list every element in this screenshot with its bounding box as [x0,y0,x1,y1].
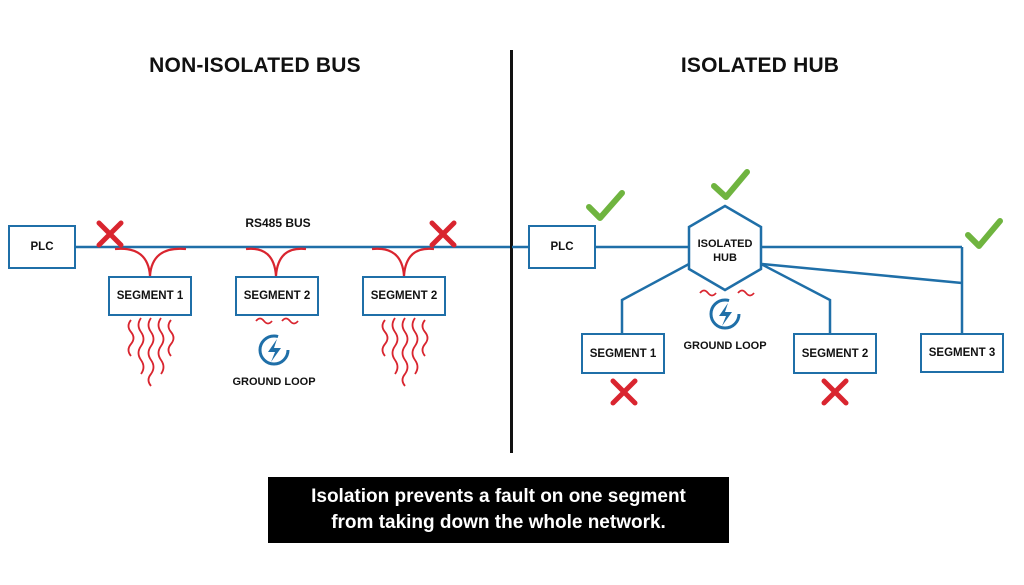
caption-box: Isolation prevents a fault on one segmen… [268,477,729,543]
checkmark-icon [586,169,1003,249]
hub-label-line2: HUB [713,252,737,264]
caption-line-2: from taking down the whole network. [331,512,666,533]
panel-divider [510,50,513,453]
segment-box-left-3: SEGMENT 2 [362,276,446,316]
wavy-line-icon [127,289,755,387]
segment-box-right-2: SEGMENT 2 [793,333,877,374]
segment-box-right-1: SEGMENT 1 [581,333,665,374]
ground-loop-label-left: GROUND LOOP [232,376,316,388]
tap-seg1-b [148,247,187,277]
hub-to-segment2-line [760,262,832,333]
isolated-hub-shape [687,204,763,292]
hub-to-segment1-line [620,262,690,333]
segment-box-left-2: SEGMENT 2 [235,276,319,316]
caption-line-1: Isolation prevents a fault on one segmen… [311,486,686,507]
lightning-loop-icon [258,298,741,366]
plc-box-right: PLC [528,225,596,269]
fault-taps [114,247,435,277]
tap-seg1-a [114,247,152,277]
ground-loop-label-right: GROUND LOOP [683,340,767,352]
tap-seg2-b [274,247,307,277]
segment-box-right-3: SEGMENT 3 [920,333,1004,373]
bus-wiring [76,245,964,333]
tap-seg3-b [402,247,435,277]
isolated-hub-title: ISOLATED HUB [680,54,840,77]
tap-seg2-a [245,247,278,277]
plc-box-left: PLC [8,225,76,269]
segment-box-left-1: SEGMENT 1 [108,276,192,316]
tap-seg3-a [371,247,406,277]
x-icon [96,220,849,406]
non-isolated-bus-title: NON-ISOLATED BUS [149,54,361,77]
rs485-bus-label: RS485 BUS [245,216,311,230]
hub-to-segment3-diagonal-line [761,262,963,285]
hub-label-line1: ISOLATED [697,238,753,250]
